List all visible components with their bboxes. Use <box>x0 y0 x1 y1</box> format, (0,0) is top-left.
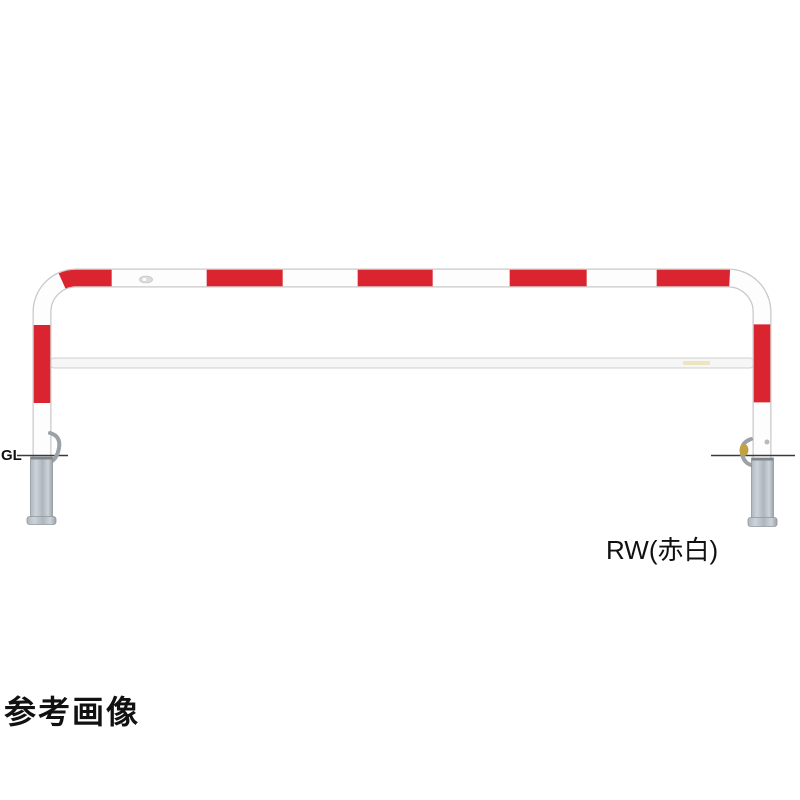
model-sticker <box>139 275 153 284</box>
reference-caption: 参考画像 <box>4 694 141 730</box>
latch-gold-tag <box>739 444 749 456</box>
unlock-latch-right <box>739 437 770 467</box>
ground-level-label: GL <box>1 447 22 464</box>
color-variant-label: RW(赤白) <box>606 535 719 565</box>
anchor-sleeve-left <box>26 456 57 525</box>
barrier-crossbar <box>49 357 755 369</box>
unlock-lever-left <box>48 431 62 463</box>
crossbar-sticker <box>683 361 710 365</box>
post-bolt <box>764 439 770 445</box>
anchor-sleeve-right <box>747 457 778 527</box>
barrier-arch <box>32 268 772 458</box>
